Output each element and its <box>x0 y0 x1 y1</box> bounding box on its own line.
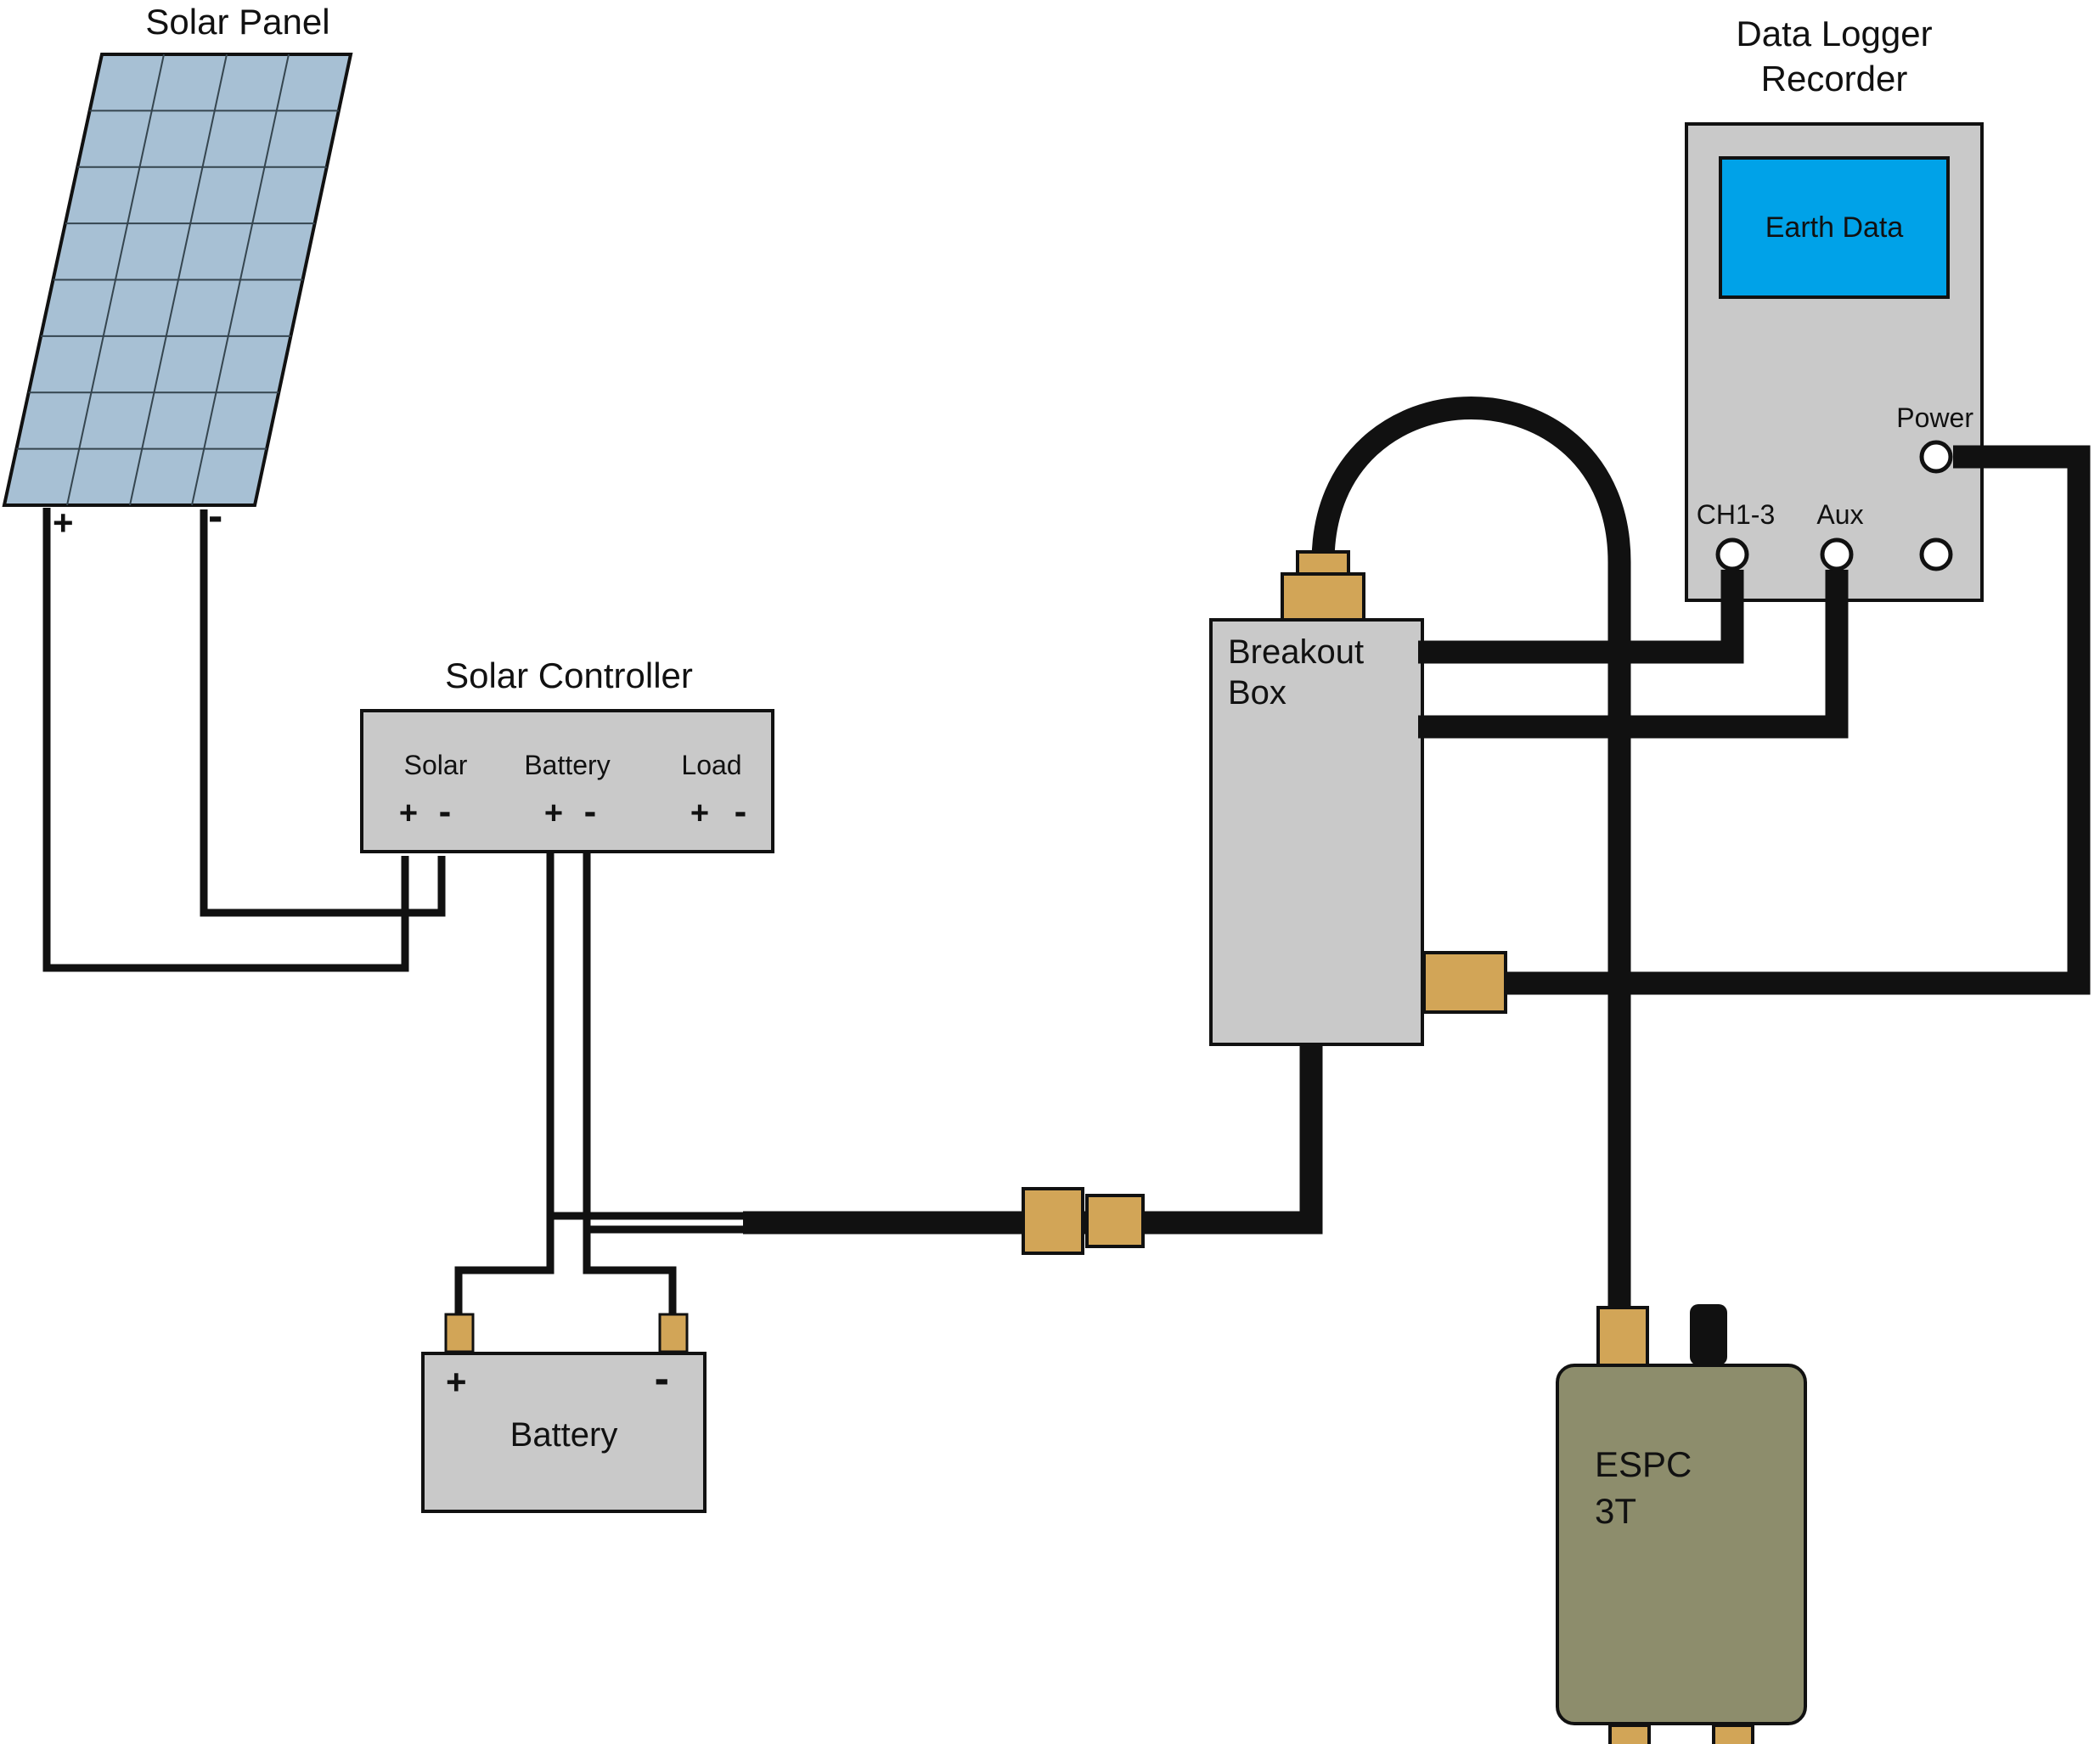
breakout-top-connector-body <box>1281 572 1365 622</box>
solar-panel <box>2 53 353 507</box>
controller-load-label: Load <box>681 750 742 780</box>
data-logger-title: Data Logger Recorder <box>1736 14 1933 98</box>
solar-panel-plus-label: + <box>53 503 74 543</box>
controller-load-plus: + <box>690 796 710 831</box>
data-logger-box: Earth Data Power CH1-3 Aux <box>1685 122 1984 602</box>
solar-panel-title: Solar Panel <box>145 2 330 42</box>
controller-load-minus: - <box>734 790 747 832</box>
cable-breakout-to-inline-connector <box>743 1044 1323 1235</box>
breakout-box-label: Breakout Box <box>1228 633 1365 712</box>
controller-battery-minus: - <box>583 790 597 832</box>
aux-label: Aux <box>1816 499 1864 530</box>
controller-solar-label: Solar <box>403 750 468 780</box>
espc-3t-label: ESPC 3T <box>1595 1444 1692 1531</box>
screen-text: Earth Data <box>1765 211 1904 244</box>
wire-controller-to-battery-plus <box>454 853 555 1320</box>
inline-connector-left <box>1022 1187 1084 1255</box>
espc-bottom-connector-left <box>1608 1724 1651 1744</box>
breakout-right-connector <box>1422 951 1507 1014</box>
wire-controller-to-battery-minus <box>583 853 677 1320</box>
espc-cap <box>1690 1304 1727 1365</box>
battery-post-plus <box>444 1313 475 1353</box>
solar-controller-box: Solar Battery Load + - + - + - <box>360 709 774 853</box>
controller-battery-label: Battery <box>524 750 611 780</box>
thin-wires <box>42 508 745 1320</box>
espc-3t-box: ESPC 3T <box>1556 1364 1807 1725</box>
controller-solar-minus: - <box>438 790 452 832</box>
solar-panel-minus-label: - <box>208 492 223 541</box>
controller-battery-plus: + <box>543 796 564 831</box>
battery-plus: + <box>446 1362 467 1402</box>
breakout-top-connector-neck <box>1296 550 1350 582</box>
breakout-box: Breakout Box <box>1209 618 1424 1046</box>
solar-controller-title: Solar Controller <box>445 655 693 695</box>
ch1-3-label: CH1-3 <box>1696 499 1776 530</box>
solar-panel-surface <box>2 53 353 507</box>
power-label: Power <box>1896 402 1973 433</box>
wire-panel-plus-to-controller <box>42 508 409 972</box>
battery-minus: - <box>654 1354 669 1404</box>
battery-box: + - Battery <box>421 1352 707 1513</box>
inline-connector-right <box>1085 1194 1145 1248</box>
battery-post-minus <box>658 1313 689 1353</box>
espc-top-connector <box>1596 1306 1649 1367</box>
data-logger-screen: Earth Data <box>1719 156 1950 299</box>
espc-bottom-connector-right <box>1712 1724 1754 1744</box>
battery-label: Battery <box>510 1416 618 1454</box>
solar-panel-grid <box>16 53 339 506</box>
controller-solar-plus: + <box>398 796 419 831</box>
